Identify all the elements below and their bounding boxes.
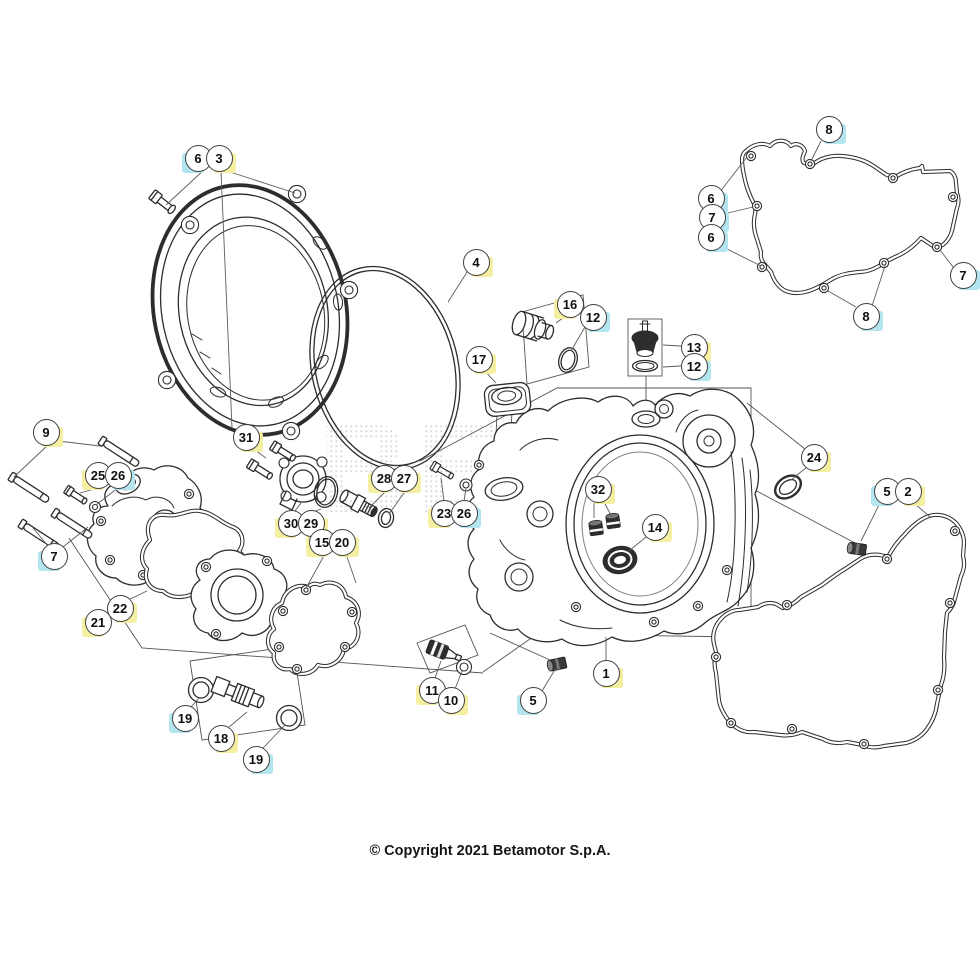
callout-26[interactable]: 26	[104, 461, 135, 490]
callout-31[interactable]: 31	[232, 423, 263, 452]
callout-24[interactable]: 24	[800, 443, 831, 472]
callout-number: 14	[641, 513, 669, 541]
pump-shaft	[339, 489, 378, 518]
callout-32[interactable]: 32	[584, 475, 615, 504]
callout-number: 9	[32, 418, 60, 446]
callout-18[interactable]: 18	[207, 724, 238, 753]
callout-number: 26	[450, 499, 478, 527]
callout-12[interactable]: 12	[680, 352, 711, 381]
callout-17[interactable]: 17	[465, 345, 496, 374]
callout-number: 18	[207, 724, 235, 752]
callout-12[interactable]: 12	[579, 303, 610, 332]
callout-number: 32	[584, 475, 612, 503]
callout-27[interactable]: 27	[390, 464, 421, 493]
oil-bolt-washer	[429, 460, 473, 492]
callout-1[interactable]: 1	[592, 659, 623, 688]
callout-number: 19	[171, 704, 199, 732]
callout-4[interactable]: 4	[462, 248, 493, 277]
callout-number: 24	[800, 443, 828, 471]
callout-number: 3	[205, 144, 233, 172]
callout-5[interactable]: 5	[516, 686, 547, 715]
callout-number: 17	[465, 345, 493, 373]
pump-bolt-washer	[63, 484, 102, 514]
callout-3[interactable]: 3	[205, 144, 236, 173]
callout-22[interactable]: 22	[106, 594, 137, 623]
callout-number: 8	[852, 302, 880, 330]
callout-number: 8	[815, 115, 843, 143]
callout-26[interactable]: 26	[450, 499, 481, 528]
cover-bolt	[148, 189, 176, 215]
parts-drawings	[7, 141, 964, 749]
callout-20[interactable]: 20	[328, 528, 359, 557]
callout-6[interactable]: 6	[697, 223, 728, 252]
bypass-plug-kit	[511, 310, 579, 373]
callout-number: 1	[592, 659, 620, 687]
callout-number: 2	[894, 477, 922, 505]
dowel-pin-left	[546, 656, 568, 672]
callout-number: 26	[104, 461, 132, 489]
callout-number: 19	[242, 745, 270, 773]
callout-8[interactable]: 8	[815, 115, 846, 144]
callout-number: 7	[949, 261, 977, 289]
callout-number: 6	[697, 223, 725, 251]
callout-number: 20	[328, 528, 356, 556]
oil-seal	[602, 545, 638, 575]
callout-number: 5	[519, 686, 547, 714]
callout-10[interactable]: 10	[437, 686, 468, 715]
callout-16[interactable]: 16	[553, 290, 584, 319]
callout-8[interactable]: 8	[852, 302, 883, 331]
callout-number: 4	[462, 248, 490, 276]
callout-19[interactable]: 19	[168, 704, 199, 733]
thermostat-cap	[483, 381, 532, 417]
callout-number: 31	[232, 423, 260, 451]
callout-2[interactable]: 2	[894, 477, 925, 506]
pump-oring	[313, 476, 339, 508]
oring-24	[773, 474, 803, 500]
callout-number: 12	[680, 352, 708, 380]
callout-7[interactable]: 7	[37, 542, 68, 571]
callout-14[interactable]: 14	[641, 513, 672, 542]
callout-21[interactable]: 21	[81, 608, 112, 637]
dowel-pin-right	[846, 542, 867, 556]
thermostat	[631, 320, 659, 373]
callout-number: 21	[84, 608, 112, 636]
callout-number: 10	[437, 686, 465, 714]
pump-washer	[377, 507, 395, 529]
callout-7[interactable]: 7	[949, 261, 980, 290]
pump-bearing-housing	[278, 455, 328, 511]
callout-9[interactable]: 9	[32, 418, 63, 447]
bearing-kit	[425, 639, 473, 676]
clutch-cover-outer	[150, 183, 359, 441]
copyright-text: © Copyright 2021 Betamotor S.p.A.	[369, 843, 611, 859]
callout-19[interactable]: 19	[242, 745, 273, 774]
callout-number: 7	[40, 542, 68, 570]
callout-number: 27	[390, 464, 418, 492]
callout-number: 12	[579, 303, 607, 331]
pump-shaft-kit	[187, 675, 303, 732]
callout-number: 16	[556, 290, 584, 318]
callout-6[interactable]: 6	[181, 144, 212, 173]
